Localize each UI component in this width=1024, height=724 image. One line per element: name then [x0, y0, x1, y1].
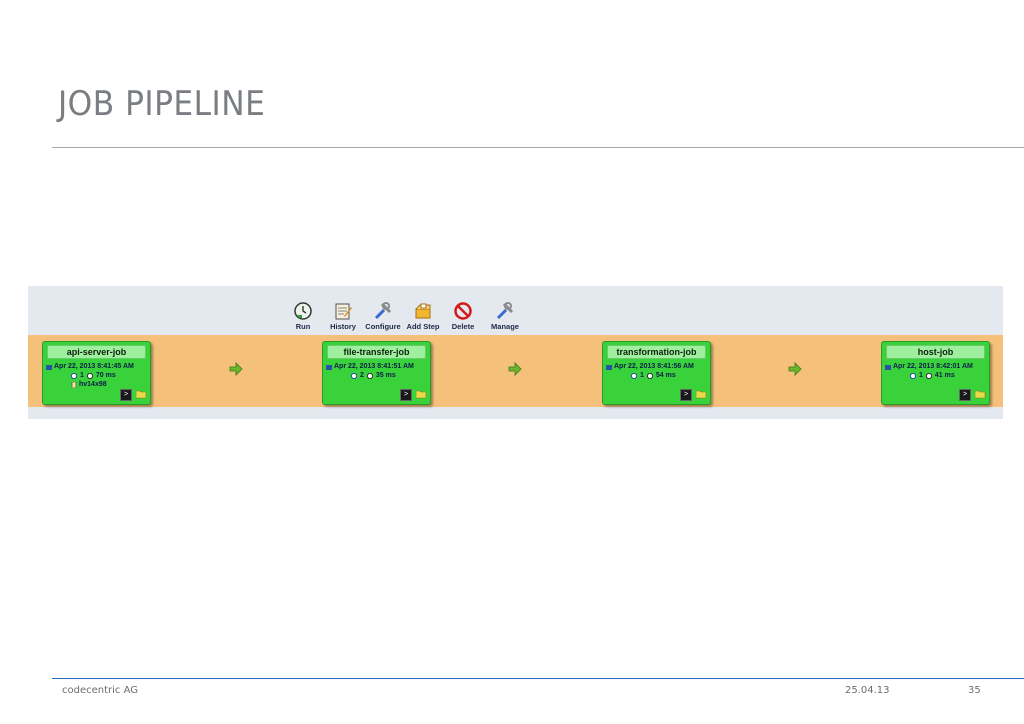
job-timestamp: Apr 22, 2013 8:42:01 AM: [893, 363, 973, 370]
job-node: hv14x98: [79, 381, 107, 388]
job-card-file-transfer[interactable]: file-transfer-job Apr 22, 2013 8:41:51 A…: [322, 341, 431, 405]
slide-title: JOB PIPELINE: [58, 84, 266, 124]
job-timestamp: Apr 22, 2013 8:41:45 AM: [54, 363, 134, 370]
job-build-number[interactable]: 1: [919, 372, 923, 379]
delete-no-icon: [454, 302, 472, 320]
footer-date: 25.04.13: [845, 685, 890, 696]
job-duration: 54 ms: [655, 372, 676, 379]
calendar-icon: [606, 364, 612, 370]
build-number-icon: [910, 372, 916, 379]
job-name[interactable]: file-transfer-job: [327, 345, 426, 359]
job-duration: 41 ms: [934, 372, 955, 379]
calendar-icon: [885, 364, 891, 370]
title-divider: [52, 147, 1024, 148]
pipeline-arrow-icon: [229, 362, 243, 376]
run-label: Run: [295, 322, 311, 331]
history-button[interactable]: History: [323, 301, 363, 331]
footer-divider: [52, 678, 1024, 679]
footer-company: codecentric AG: [62, 685, 139, 696]
add-step-label: Add Step: [406, 322, 440, 331]
duration-clock-icon: [646, 372, 653, 379]
build-number-icon: [351, 372, 357, 379]
duration-clock-icon: [86, 372, 93, 379]
job-build-number[interactable]: 1: [80, 372, 84, 379]
pipeline-arrow-icon: [788, 362, 802, 376]
job-duration: 35 ms: [375, 372, 396, 379]
add-step-button[interactable]: Add Step: [403, 301, 443, 331]
user-icon: [71, 381, 77, 388]
folder-icon[interactable]: [136, 389, 147, 399]
duration-clock-icon: [366, 372, 373, 379]
run-button[interactable]: Run: [283, 301, 323, 331]
folder-icon[interactable]: [416, 389, 427, 399]
history-notepad-icon: [335, 303, 352, 320]
manage-label: Manage: [491, 322, 519, 331]
footer-page-number: 35: [968, 685, 981, 696]
configure-button[interactable]: Configure: [363, 301, 403, 331]
console-icon[interactable]: >: [120, 389, 132, 401]
build-number-icon: [71, 372, 77, 379]
calendar-icon: [326, 364, 332, 370]
folder-icon[interactable]: [696, 389, 707, 399]
job-duration: 70 ms: [95, 372, 116, 379]
job-build-number[interactable]: 2: [360, 372, 364, 379]
pipeline-lane: api-server-job Apr 22, 2013 8:41:45 AM 1…: [28, 335, 1003, 407]
folder-icon[interactable]: [975, 389, 986, 399]
console-icon[interactable]: >: [680, 389, 692, 401]
job-name[interactable]: api-server-job: [47, 345, 146, 359]
job-card-host[interactable]: host-job Apr 22, 2013 8:42:01 AM 1 41 ms…: [881, 341, 990, 405]
build-number-icon: [631, 372, 637, 379]
pipeline-panel: Run History Configure: [28, 286, 1003, 419]
pipeline-toolbar: Run History Configure: [283, 301, 527, 331]
duration-clock-icon: [925, 372, 932, 379]
run-clock-icon: [294, 302, 312, 320]
manage-wrench-icon: [496, 302, 514, 320]
console-icon[interactable]: >: [959, 389, 971, 401]
delete-label: Delete: [451, 322, 475, 331]
job-name[interactable]: transformation-job: [607, 345, 706, 359]
job-card-api-server[interactable]: api-server-job Apr 22, 2013 8:41:45 AM 1…: [42, 341, 151, 405]
configure-label: Configure: [365, 322, 401, 331]
job-name[interactable]: host-job: [886, 345, 985, 359]
job-timestamp: Apr 22, 2013 8:41:51 AM: [334, 363, 414, 370]
job-timestamp: Apr 22, 2013 8:41:56 AM: [614, 363, 694, 370]
console-icon[interactable]: >: [400, 389, 412, 401]
manage-button[interactable]: Manage: [483, 301, 527, 331]
job-build-number[interactable]: 1: [640, 372, 644, 379]
add-step-box-icon: [415, 303, 431, 319]
calendar-icon: [46, 364, 52, 370]
pipeline-arrow-icon: [508, 362, 522, 376]
job-card-transformation[interactable]: transformation-job Apr 22, 2013 8:41:56 …: [602, 341, 711, 405]
delete-button[interactable]: Delete: [443, 301, 483, 331]
configure-wrench-icon: [374, 302, 392, 320]
history-label: History: [330, 322, 356, 331]
